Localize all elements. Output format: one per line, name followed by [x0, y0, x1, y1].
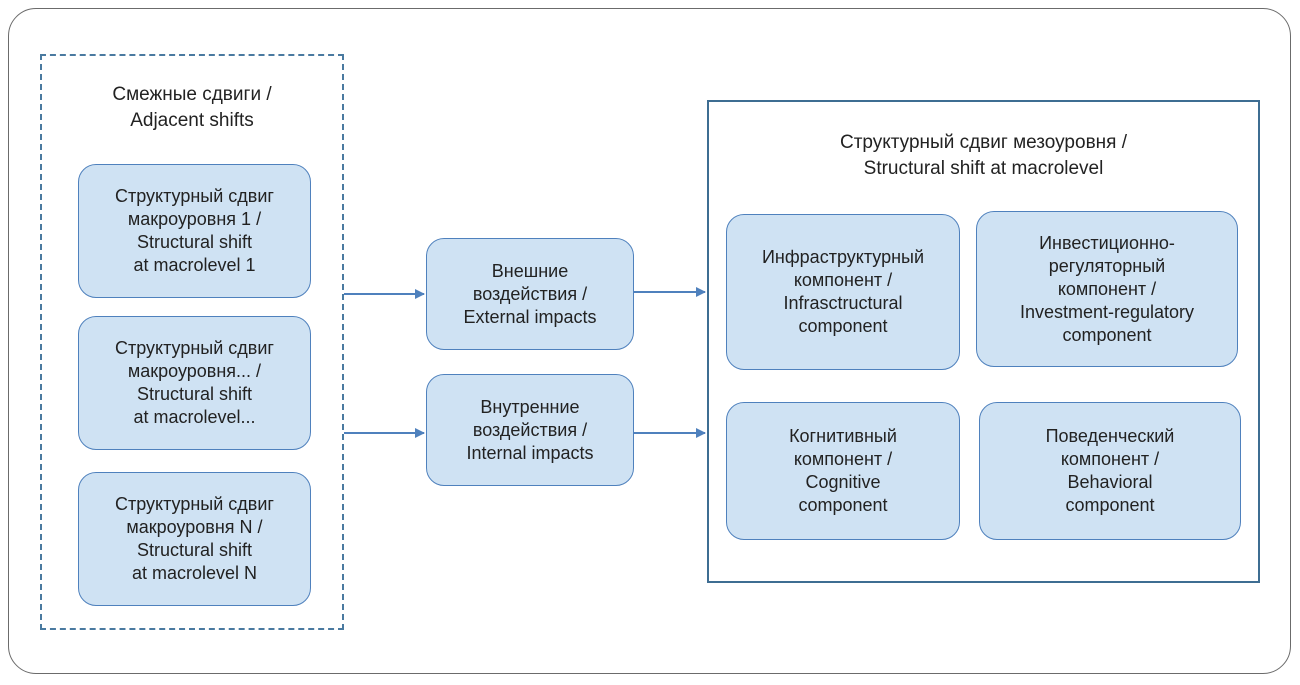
behavioral-component-label: Поведенческий компонент / Behavioral com… — [1045, 426, 1175, 515]
mesolevel-shift-title: Структурный сдвиг мезоуровня / Structura… — [839, 132, 1128, 179]
investment-regulatory-component-label: Инвестиционно- регуляторный компонент / … — [1019, 232, 1195, 345]
mesolevel-shift-group — [707, 100, 1260, 583]
macrolevel-shift-mid-box: Структурный сдвиг макроуровня... / Struc… — [78, 316, 311, 450]
behavioral-component-box: Поведенческий компонент / Behavioral com… — [979, 402, 1241, 540]
external-impacts-label: Внешние воздействия / External impacts — [463, 260, 597, 327]
diagram-frame — [8, 8, 1291, 674]
internal-impacts-box: Внутренние воздействия / Internal impact… — [426, 374, 634, 486]
investment-regulatory-component-box: Инвестиционно- регуляторный компонент / … — [976, 211, 1238, 367]
cognitive-component-label: Когнитивный компонент / Cognitive compon… — [789, 426, 897, 515]
infrastructural-component-label: Инфраструктурный компонент / Infrasctruc… — [761, 247, 925, 336]
external-impacts-box: Внешние воздействия / External impacts — [426, 238, 634, 350]
infrastructural-component-box: Инфраструктурный компонент / Infrasctruc… — [726, 214, 960, 370]
cognitive-component-box: Когнитивный компонент / Cognitive compon… — [726, 402, 960, 540]
macrolevel-shift-1-box: Структурный сдвиг макроуровня 1 / Struct… — [78, 164, 311, 298]
adjacent-shifts-title: Смежные сдвиги / Adjacent shifts — [112, 84, 272, 131]
macrolevel-shift-mid-label: Структурный сдвиг макроуровня... / Struc… — [114, 338, 274, 427]
adjacent-shifts-group — [40, 54, 344, 630]
macrolevel-shift-1-label: Структурный сдвиг макроуровня 1 / Struct… — [114, 186, 274, 275]
macrolevel-shift-n-box: Структурный сдвиг макроуровня N / Struct… — [78, 472, 311, 606]
internal-impacts-label: Внутренние воздействия / Internal impact… — [466, 396, 594, 463]
macrolevel-shift-n-label: Структурный сдвиг макроуровня N / Struct… — [114, 494, 274, 583]
